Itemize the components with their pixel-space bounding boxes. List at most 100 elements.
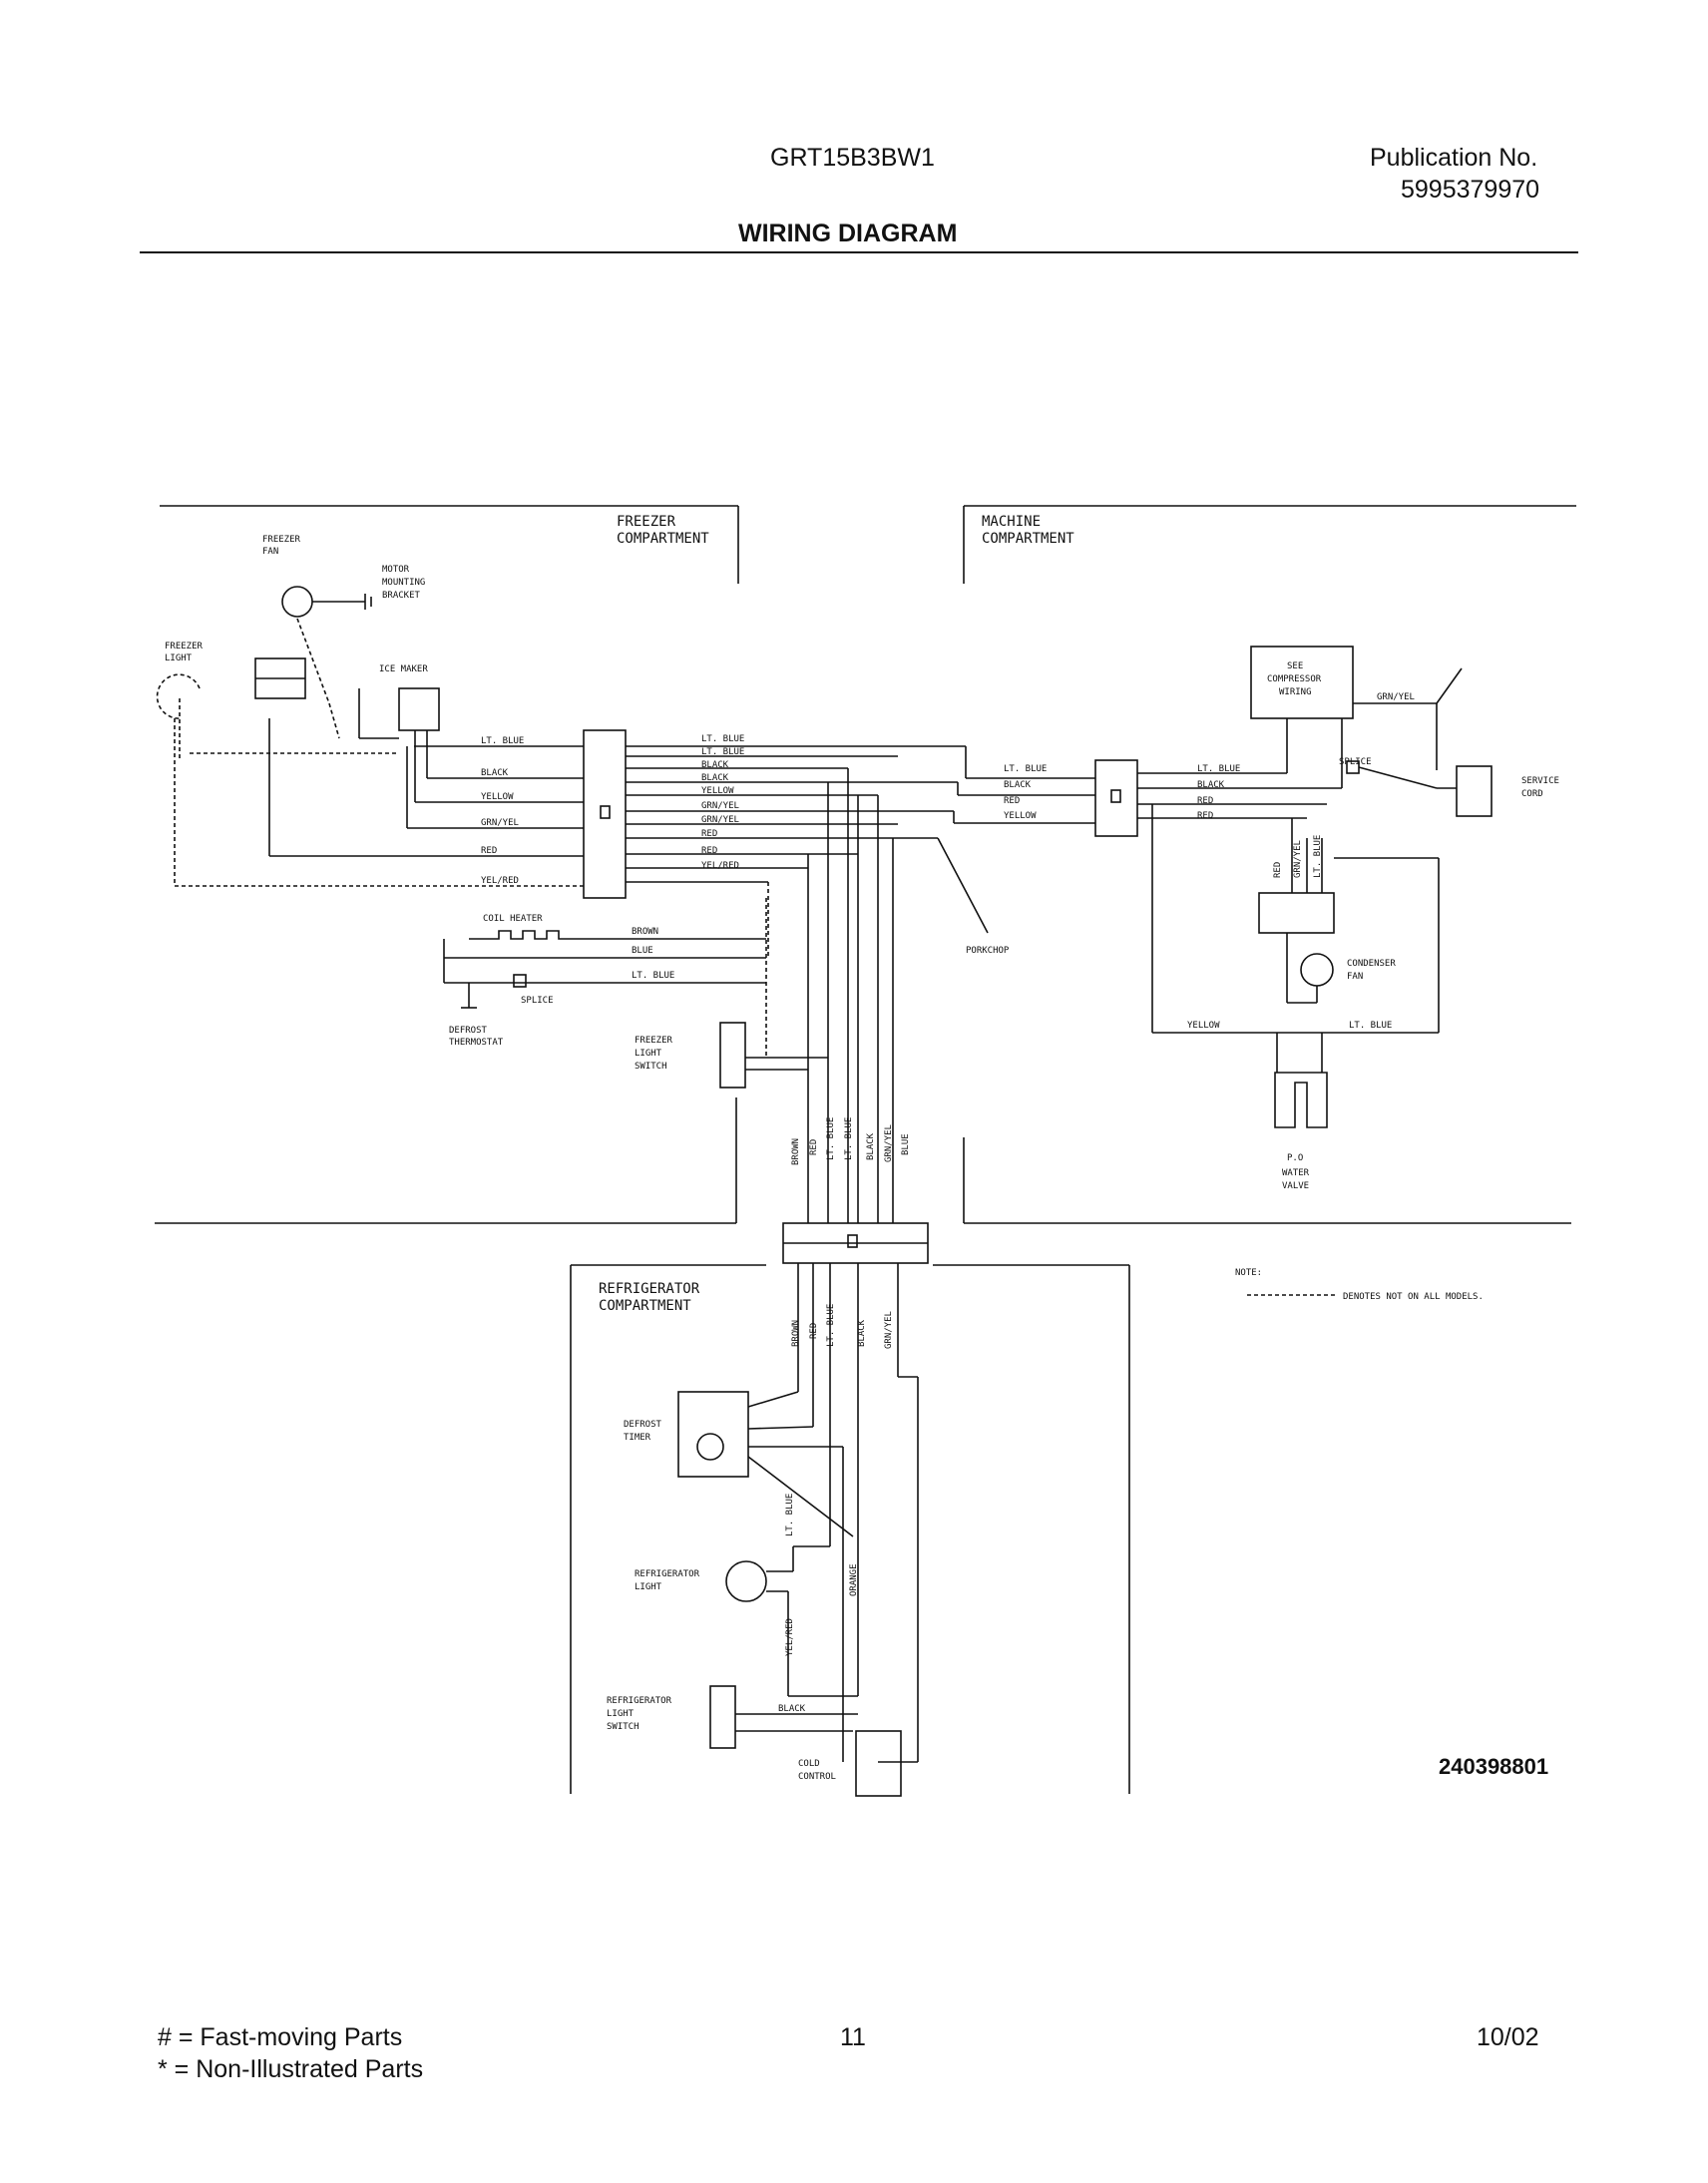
wire-label: RED: [809, 1323, 819, 1339]
machine-splice-label: SPLICE: [1339, 757, 1372, 767]
model-number: GRT15B3BW1: [770, 144, 935, 172]
wire-label: RED: [1197, 796, 1213, 806]
wire-label: LT. BLUE: [826, 1117, 836, 1160]
publication-label: Publication No.: [1370, 144, 1538, 172]
condenser-fan-icon: [1300, 953, 1334, 987]
freezer-right-wires: [626, 745, 1095, 1223]
legend-non-illustrated: * = Non-Illustrated Parts: [158, 2055, 424, 2083]
ice-maker-label: ICE MAKER: [379, 664, 428, 674]
freezer-light-label: FREEZER: [165, 642, 204, 652]
wire-label: BLUE: [632, 946, 653, 956]
wire-label: ORANGE: [849, 1563, 859, 1596]
condenser-fan-label-2: FAN: [1347, 972, 1363, 982]
defrost-timer-label: DEFROST: [624, 1420, 662, 1430]
wire-label: RED: [1004, 796, 1020, 806]
compressor-wiring-box: [1250, 646, 1354, 719]
wire-label: LT. BLUE: [1349, 1021, 1392, 1031]
porkchop-label: PORKCHOP: [966, 946, 1010, 956]
freezer-compartment-label-2: COMPARTMENT: [617, 531, 709, 547]
wire-label: BLACK: [1197, 780, 1225, 790]
wire-label: LT. BLUE: [844, 1117, 854, 1160]
cold-control-label: COLD: [798, 1759, 820, 1769]
wire-label: YEL/RED: [481, 876, 519, 886]
condenser-fan-plug: [1258, 892, 1335, 934]
cold-control-icon: [855, 1730, 902, 1797]
wire-label: BROWN: [632, 927, 658, 937]
refrigerator-light-icon: [725, 1560, 767, 1602]
refrigerator-light-switch-label: REFRIGERATOR: [607, 1696, 672, 1706]
wire-label: BLUE: [901, 1133, 911, 1155]
machine-compartment-label: MACHINE: [982, 514, 1041, 530]
wire-label: RED: [1197, 811, 1213, 821]
header-divider: [140, 251, 1578, 253]
freezer-light-switch-icon: [719, 1022, 746, 1089]
wire-label: BLACK: [481, 768, 509, 778]
refrigerator-compartment-label: REFRIGERATOR: [599, 1281, 700, 1297]
freezer-light-switch-label-3: SWITCH: [635, 1062, 667, 1072]
freezer-fan-icon: [281, 586, 372, 618]
cold-control-label-2: CONTROL: [798, 1772, 836, 1782]
wire-label: LT. BLUE: [1197, 764, 1240, 774]
wire-label: RED: [701, 829, 717, 839]
wire-label: GRN/YEL: [884, 1124, 894, 1162]
machine-compartment-label-2: COMPARTMENT: [982, 531, 1074, 547]
refrigerator-light-switch-icon: [709, 1685, 736, 1749]
wire-label: BLACK: [701, 773, 729, 783]
service-cord-plug: [1456, 765, 1493, 817]
refrigerator-light-label-2: LIGHT: [635, 1582, 662, 1592]
machine-connector: [1094, 759, 1138, 837]
motor-bracket-label-3: BRACKET: [382, 591, 421, 601]
defrost-timer-icon: [677, 1391, 749, 1478]
wire-label: BROWN: [791, 1138, 801, 1165]
freezer-compartment-label: FREEZER: [617, 514, 676, 530]
wire-label: GRN/YEL: [481, 818, 519, 828]
freezer-harness-connector: [583, 729, 627, 899]
coil-heater-label: COIL HEATER: [483, 914, 543, 924]
defrost-thermostat-label: DEFROST: [449, 1026, 488, 1036]
wire-label: RED: [809, 1139, 819, 1155]
service-cord-label: SERVICE: [1521, 776, 1559, 786]
page-title: WIRING DIAGRAM: [738, 219, 958, 247]
wire-label: BLACK: [857, 1319, 867, 1347]
wire-label: GRN/YEL: [884, 1311, 894, 1349]
page-number: 11: [840, 2023, 866, 2051]
freezer-light-switch-label-2: LIGHT: [635, 1049, 662, 1059]
wire-label: YEL/RED: [701, 861, 739, 871]
motor-bracket-label: MOTOR: [382, 565, 410, 575]
wire-label: RED: [701, 846, 717, 856]
defrost-timer-label-2: TIMER: [624, 1433, 651, 1443]
compartment-borders: [155, 505, 1576, 1794]
valve-mark: P.O: [1287, 1153, 1303, 1163]
revision-date: 10/02: [1477, 2023, 1539, 2051]
wire-label: LT. BLUE: [701, 747, 744, 757]
water-valve-icon: [1274, 1033, 1328, 1128]
wire-label: YELLOW: [1004, 811, 1037, 821]
wire-label: LT. BLUE: [1313, 835, 1323, 878]
wire-label: LT. BLUE: [1004, 764, 1047, 774]
wire-label: LT. BLUE: [701, 734, 744, 744]
wire-label: RED: [1273, 862, 1283, 878]
freezer-light-switch-label: FREEZER: [635, 1036, 673, 1046]
water-valve-label: WATER: [1282, 1168, 1310, 1178]
refrigerator-light-label: REFRIGERATOR: [635, 1569, 700, 1579]
compressor-wiring-label-3: WIRING: [1279, 687, 1312, 697]
wire-label: GRN/YEL: [1293, 840, 1303, 878]
wire-label: BLACK: [1004, 780, 1032, 790]
refrigerator-light-switch-label-2: LIGHT: [607, 1709, 635, 1719]
freezer-fan-label-2: FAN: [262, 547, 278, 557]
publication-number: 5995379970: [1401, 176, 1540, 204]
wire-label: BLACK: [866, 1132, 876, 1160]
wire-label: GRN/YEL: [701, 801, 739, 811]
note-text: DENOTES NOT ON ALL MODELS.: [1343, 1292, 1484, 1302]
wire-label: YELLOW: [481, 792, 514, 802]
wire-label: LT. BLUE: [632, 971, 674, 981]
refrigerator-light-switch-label-3: SWITCH: [607, 1722, 640, 1732]
refrigerator-compartment-label-2: COMPARTMENT: [599, 1298, 691, 1314]
note-label: NOTE:: [1235, 1268, 1262, 1278]
refrigerator-trunk-wires: [797, 1263, 919, 1762]
freezer-light-icon: [156, 673, 201, 758]
condenser-fan-label: CONDENSER: [1347, 959, 1396, 969]
legend-fast-moving: # = Fast-moving Parts: [158, 2023, 403, 2051]
